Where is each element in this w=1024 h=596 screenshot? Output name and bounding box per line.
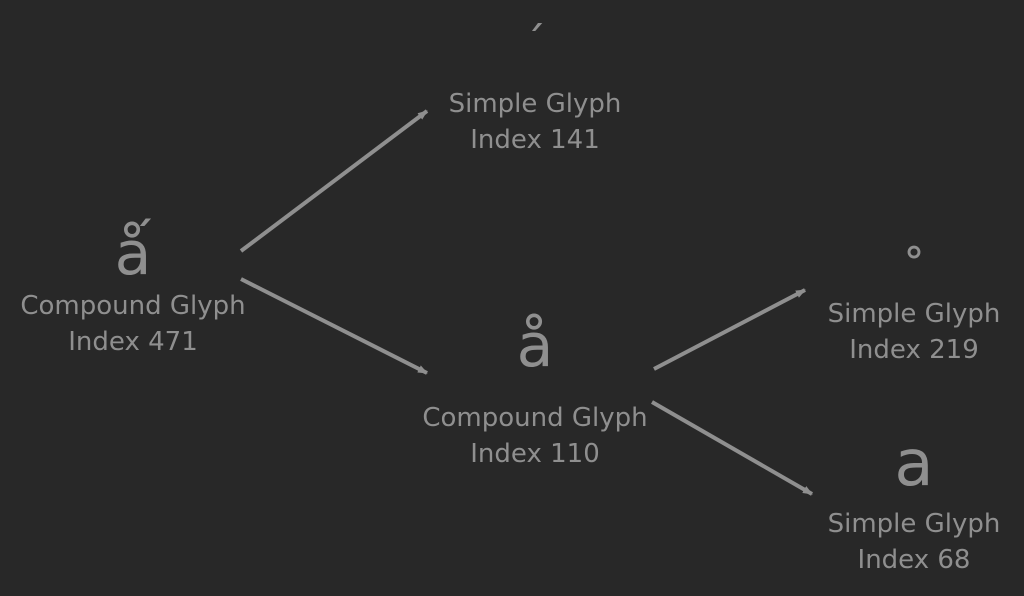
node-compound-glyph-110: å Compound Glyph Index 110 (405, 316, 665, 472)
edge-110-to-219 (653, 288, 806, 371)
node-simple-glyph-68: a Simple Glyph Index 68 (784, 432, 1024, 578)
node-kind-label: Simple Glyph (827, 509, 1001, 539)
node-compound-glyph-471: ǻ Compound Glyph Index 471 (3, 224, 263, 360)
glyph-preview: ǻ (114, 219, 152, 289)
node-kind-label: Compound Glyph (20, 291, 246, 321)
node-index-label: Index 110 (470, 439, 600, 469)
node-index-label: Index 219 (849, 335, 979, 365)
node-index-label: Index 471 (68, 327, 198, 357)
glyph-preview: ´ (524, 18, 546, 69)
node-index-label: Index 68 (857, 545, 971, 575)
glyph-preview: ˚ (902, 244, 926, 300)
node-kind-label: Simple Glyph (827, 299, 1001, 329)
node-kind-label: Simple Glyph (448, 89, 622, 119)
edge-110-to-68 (651, 400, 813, 496)
edge-471-to-110 (240, 277, 428, 375)
node-simple-glyph-141: ´ Simple Glyph Index 141 (405, 22, 665, 158)
node-index-label: Index 141 (470, 125, 600, 155)
glyph-preview: å (516, 311, 554, 381)
edge-471-to-141 (239, 109, 429, 253)
node-kind-label: Compound Glyph (422, 403, 648, 433)
node-simple-glyph-219: ˚ Simple Glyph Index 219 (784, 248, 1024, 368)
glyph-preview: a (894, 427, 934, 501)
